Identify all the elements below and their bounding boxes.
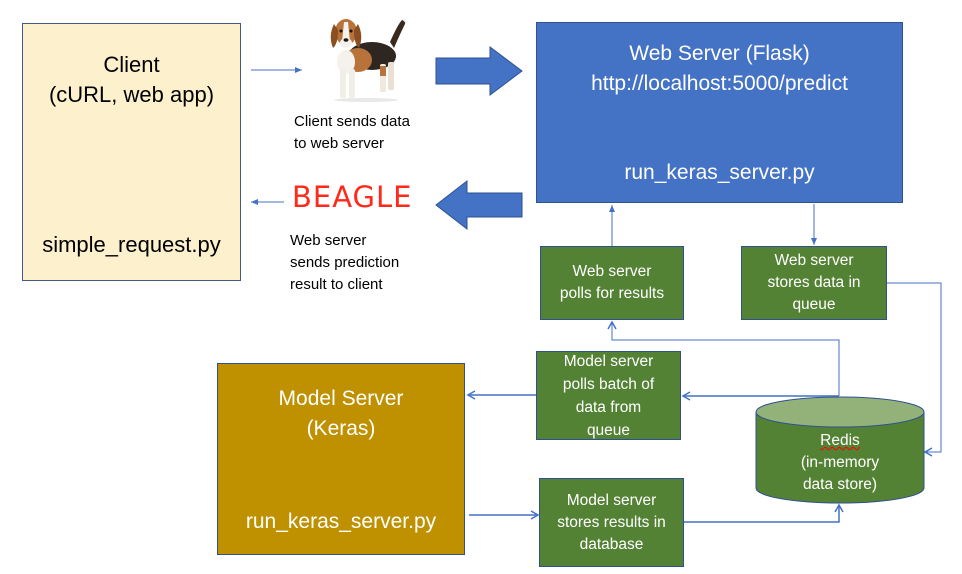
block-arrow-left [435, 179, 523, 231]
step-model-polls-batch: Model server polls batch of data from qu… [536, 351, 681, 440]
web-sends-caption: Web server sends prediction result to cl… [290, 230, 399, 296]
model-server-title-block: Model Server (Keras) [218, 384, 464, 444]
redis-line2: (in-memory [800, 454, 880, 471]
step-text-line: Web server [774, 252, 854, 269]
redis-cylinder [755, 396, 925, 504]
step-web-stores-queue: Web server stores data in queue [741, 246, 887, 320]
redis-name: Redis [820, 432, 860, 449]
queue-to-redis-line [887, 282, 942, 457]
beagle-dog-image [330, 18, 407, 102]
store-to-redis-line [684, 503, 844, 523]
model-server-subtitle: (Keras) [306, 417, 376, 440]
step-text-line: polls for results [559, 285, 665, 302]
redis-line3: data store) [802, 476, 878, 493]
web-server-url: http://localhost:5000/predict [591, 72, 848, 95]
model-server-script: run_keras_server.py [245, 510, 437, 533]
model-server-title: Model Server [278, 387, 404, 410]
redis-label: Redis (in-memory data store) [756, 430, 924, 496]
web-server-title: Web Server (Flask) [629, 42, 810, 65]
step-text-line: data from [575, 398, 642, 416]
step-text-line: stores data in [767, 274, 861, 291]
prediction-label: BEAGLE [292, 180, 413, 214]
step-text-line: polls batch of [562, 375, 655, 393]
step-text-line: queue [586, 421, 631, 439]
step-text-line: Model server [566, 491, 657, 509]
client-subtitle: (cURL, web app) [48, 82, 215, 107]
web-server-script: run_keras_server.py [624, 161, 815, 184]
client-box: Client (cURL, web app) simple_request.py [22, 23, 241, 281]
step-text-line: stores results in [557, 513, 666, 531]
caption-line: to web server [294, 135, 385, 152]
step-text-line: queue [792, 296, 836, 313]
client-title-block: Client (cURL, web app) [23, 50, 240, 110]
block-arrow-right [435, 46, 523, 96]
client-title: Client [103, 52, 160, 77]
caption-line: result to client [290, 276, 383, 293]
step-text-line: Web server [572, 263, 652, 280]
step-text-line: database [579, 535, 644, 553]
caption-line: sends prediction [290, 254, 400, 271]
caption-line: Client sends data [294, 113, 410, 130]
step-model-stores-results: Model server stores results in database [539, 478, 684, 567]
step-text-line: Model server [563, 352, 654, 370]
web-server-title-block: Web Server (Flask) http://localhost:5000… [537, 39, 902, 99]
redis-to-poll-line [607, 320, 840, 396]
web-server-box: Web Server (Flask) http://localhost:5000… [536, 22, 903, 203]
caption-line: Web server [290, 232, 367, 249]
client-sends-caption: Client sends data to web server [294, 111, 410, 155]
model-server-box: Model Server (Keras) run_keras_server.py [217, 363, 465, 555]
step-web-polls-results: Web server polls for results [540, 246, 684, 320]
client-script: simple_request.py [42, 232, 221, 257]
